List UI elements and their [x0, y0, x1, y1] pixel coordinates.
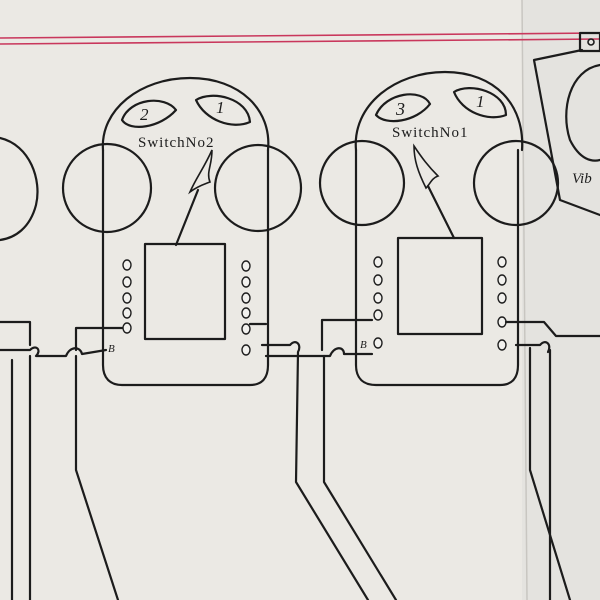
switch-no1-cap: [354, 70, 524, 152]
switch-no1-label: SwitchNo1: [392, 125, 469, 141]
switch-no1-button-3-number: 3: [395, 99, 405, 119]
switch-no1-button-1-number: 1: [476, 92, 485, 111]
switch-no2-right-magnet: [213, 143, 303, 233]
switch-no2-lever-blade: [188, 149, 213, 195]
right-device: [532, 31, 600, 600]
right-device-housing: [532, 48, 600, 217]
switch-no1-lever: [426, 184, 456, 240]
right-device-terminal-box: [578, 31, 600, 53]
switch-no2-cap: [101, 76, 270, 152]
switch-no1-body: [354, 148, 520, 387]
switch-no2-body: [101, 148, 270, 387]
right-device-label: Vib: [572, 171, 592, 187]
switch-no1-right-terminals: [497, 256, 507, 351]
paper-fold: [522, 0, 600, 600]
switch-no1-button-1: [452, 87, 508, 119]
switch-no1-lever-blade: [413, 143, 440, 190]
switch-no1-wires: [320, 318, 600, 600]
switch-no2-lever: [174, 188, 200, 247]
left-partial-magnet: [0, 136, 108, 600]
switch-no2-contact-plate: [143, 242, 227, 341]
margin-rules: [0, 32, 600, 45]
right-device-screw: [587, 38, 595, 46]
switch-no1-left-magnet: [318, 139, 406, 227]
switch-no2-wires: [74, 322, 398, 600]
switch-no1-contact-plate: [396, 236, 484, 336]
switch-no1-button-3: [374, 93, 432, 123]
switch-no2-terminal-mark: B: [108, 343, 115, 355]
switch-no1-left-terminals: [373, 256, 383, 349]
switch-no2-right-terminals: [241, 260, 251, 356]
switch-no2-button-2-number: 2: [140, 105, 149, 124]
switch-no2-button-1: [194, 94, 252, 126]
switch-no2-left-terminals: [122, 259, 132, 334]
switch-no2-button-1-number: 1: [216, 98, 225, 117]
switch-no2-label: SwitchNo2: [138, 135, 215, 151]
switch-no1-terminal-mark: B: [360, 339, 367, 351]
fold-crease: [521, 0, 528, 600]
switch-no1-right-magnet: [472, 139, 560, 227]
switch-no2-left-magnet: [61, 142, 153, 234]
switch-no2-button-2: [120, 99, 178, 128]
switch-no2: [61, 76, 303, 387]
right-device-coil: [565, 63, 600, 162]
switch-no1: [318, 70, 560, 387]
